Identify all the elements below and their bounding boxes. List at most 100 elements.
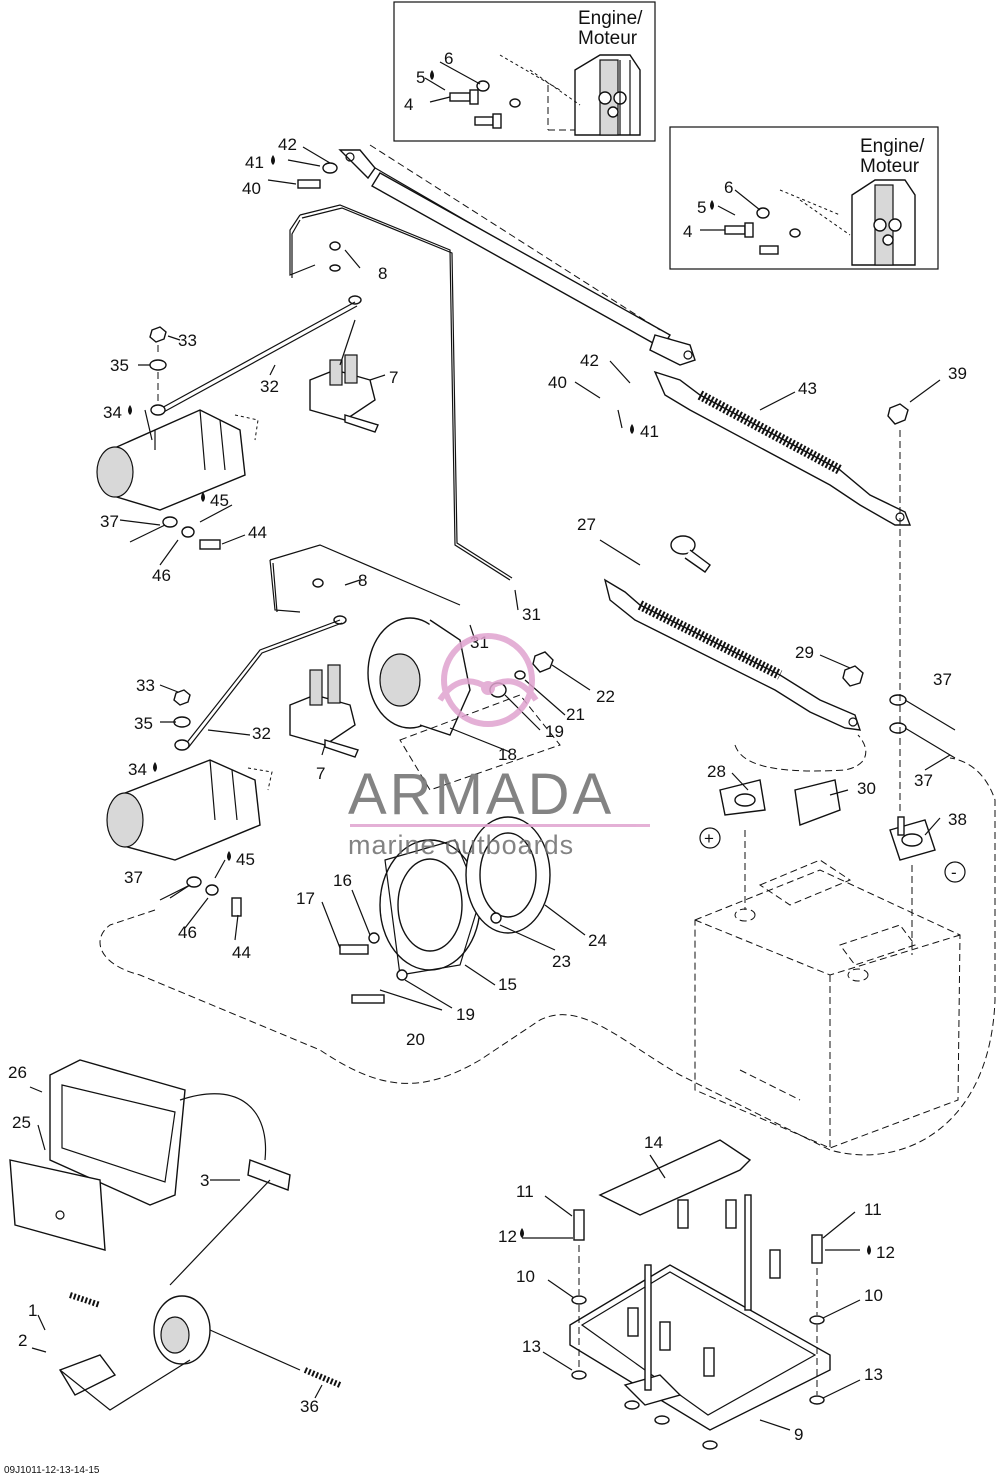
watermark-tagline: marine outboards xyxy=(348,830,574,860)
harness-outline xyxy=(99,757,996,1156)
callout-41: 41 xyxy=(640,422,659,441)
callout-20: 20 xyxy=(406,1030,425,1049)
callout-33: 33 xyxy=(136,676,155,695)
oil-drop-icon xyxy=(430,70,434,80)
callout-46: 46 xyxy=(152,566,171,585)
callout-34: 34 xyxy=(128,760,147,779)
callout-7: 7 xyxy=(389,368,398,387)
solenoid-middle xyxy=(289,578,359,758)
callout-8: 8 xyxy=(358,571,367,590)
callout-labels: 6 5 4 6 5 4 42 41 40 8 33 35 32 7 34 45 … xyxy=(8,49,967,1444)
oil-drop-icon xyxy=(271,155,275,165)
callout-7: 7 xyxy=(316,764,325,783)
callout-44: 44 xyxy=(248,523,267,542)
callout-16: 16 xyxy=(333,871,352,890)
watermark-brand: ARMADA xyxy=(348,762,614,827)
callout-40: 40 xyxy=(242,179,261,198)
callout-12: 12 xyxy=(498,1227,517,1246)
callout-40: 40 xyxy=(548,373,567,392)
callout-14: 14 xyxy=(644,1133,663,1152)
engine-label: Engine/ xyxy=(578,8,643,29)
callout-23: 23 xyxy=(552,952,571,971)
callout-37: 37 xyxy=(124,868,143,887)
inset-fasteners-top xyxy=(424,61,521,129)
callout-37: 37 xyxy=(100,512,119,531)
engine-inset-right: Engine/ Moteur xyxy=(669,126,939,270)
moteur-label-2: Moteur xyxy=(860,156,920,177)
tray-fasteners xyxy=(571,1199,825,1450)
battery-tray xyxy=(569,1139,831,1431)
callout-10: 10 xyxy=(864,1286,883,1305)
oil-drop-icon xyxy=(710,200,714,210)
callout-42: 42 xyxy=(580,351,599,370)
oil-drop-icons xyxy=(128,70,871,1255)
callout-29: 29 xyxy=(795,643,814,662)
starter-motor-middle xyxy=(106,759,273,861)
callout-37: 37 xyxy=(933,670,952,689)
engine-block-graphic-2 xyxy=(851,179,916,266)
wire-loop-top xyxy=(289,204,511,581)
callout-33: 33 xyxy=(178,331,197,350)
callout-12: 12 xyxy=(876,1243,895,1262)
callout-22: 22 xyxy=(596,687,615,706)
starter-motor-top xyxy=(96,409,259,511)
callout-13: 13 xyxy=(864,1365,883,1384)
cable-27 xyxy=(603,535,862,731)
callout-6: 6 xyxy=(724,178,733,197)
wire-32-top xyxy=(157,301,356,411)
callout-8: 8 xyxy=(378,264,387,283)
callout-10: 10 xyxy=(516,1267,535,1286)
oil-drop-icon xyxy=(153,762,157,772)
callout-19: 19 xyxy=(456,1005,475,1024)
callout-1: 1 xyxy=(28,1301,37,1320)
callout-21: 21 xyxy=(566,705,585,724)
callout-2: 2 xyxy=(18,1331,27,1350)
callout-36: 36 xyxy=(300,1397,319,1416)
callout-32: 32 xyxy=(260,377,279,396)
callout-44: 44 xyxy=(232,943,251,962)
callout-45: 45 xyxy=(236,850,255,869)
engine-label-2: Engine/ xyxy=(860,136,925,157)
callout-17: 17 xyxy=(296,889,315,908)
engine-inset-top: Engine/ Moteur xyxy=(393,1,656,142)
callout-3: 3 xyxy=(200,1171,209,1190)
callout-9: 9 xyxy=(794,1425,803,1444)
oil-drop-icon xyxy=(227,851,231,861)
inset-fasteners-right xyxy=(700,189,801,255)
callout-38: 38 xyxy=(948,810,967,829)
fasteners-left xyxy=(129,162,338,917)
mount-plates xyxy=(339,816,551,1004)
callout-15: 15 xyxy=(498,975,517,994)
callout-31: 31 xyxy=(522,605,541,624)
engine-block-graphic xyxy=(574,54,641,136)
moteur-label: Moteur xyxy=(578,28,638,49)
callout-41: 41 xyxy=(245,153,264,172)
diagram-code: 09J1011-12-13-14-15 xyxy=(4,1465,100,1476)
callout-45: 45 xyxy=(210,491,229,510)
callout-37: 37 xyxy=(914,771,933,790)
callout-11: 11 xyxy=(516,1182,534,1201)
callout-39: 39 xyxy=(948,364,967,383)
cable-43 xyxy=(653,370,912,526)
callout-19: 19 xyxy=(545,722,564,741)
callout-27: 27 xyxy=(577,515,596,534)
callout-26: 26 xyxy=(8,1063,27,1082)
wire-loop-middle xyxy=(269,544,461,613)
callout-46: 46 xyxy=(178,923,197,942)
oil-drop-icon xyxy=(520,1228,524,1238)
battery-terminals xyxy=(719,403,956,861)
callout-11: 11 xyxy=(864,1200,882,1219)
negative-sign: - xyxy=(951,863,957,882)
wire-32-middle xyxy=(184,619,341,746)
callout-28: 28 xyxy=(707,762,726,781)
battery xyxy=(694,859,961,1149)
watermark-logo: ARMADA marine outboards xyxy=(348,633,650,860)
callout-24: 24 xyxy=(588,931,607,950)
callout-42: 42 xyxy=(278,135,297,154)
callout-32: 32 xyxy=(252,724,271,743)
callout-43: 43 xyxy=(798,379,817,398)
callout-25: 25 xyxy=(12,1113,31,1132)
callout-18: 18 xyxy=(498,745,517,764)
